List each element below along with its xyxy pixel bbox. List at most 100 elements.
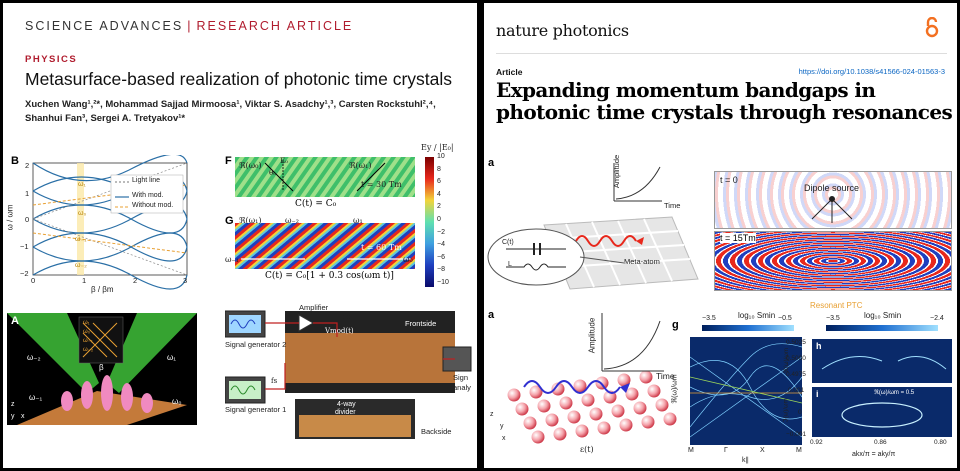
setup-gen2: Signal generator 2 [225, 340, 287, 349]
i-tick-3: −0.001 [786, 431, 807, 438]
figure-b-band-diagram: B [5, 155, 197, 295]
f-re-w0: ℜ(ω₀) [239, 161, 262, 170]
article-title: Metasurface-based realization of photoni… [25, 69, 453, 89]
colorbar-tick: 4 [437, 190, 441, 198]
colorbar-tick: −2 [437, 228, 445, 236]
g-xtick-gamma: Γ [724, 447, 728, 454]
lattice-sphere [663, 412, 677, 426]
bottom-tick-3: 0.80 [934, 439, 947, 446]
g-w0: ω₀ [403, 255, 413, 264]
figure-a-illustration: A ω₋₂ ω₁ ω₋₁ ω₀ β ω₁ ω₀ ω₋₁ ω₋₂ z x y [7, 313, 197, 425]
setup-graphic [225, 310, 472, 439]
g-cb-left-title: log₁₀ Smin [738, 311, 776, 320]
setup-fs: fs [271, 377, 278, 385]
xtick-2: 2 [133, 276, 138, 285]
bottom-amplitude: Amplitude [587, 317, 597, 354]
g-ylabel: ℜ(ω)/ωm [671, 374, 679, 404]
ytick-m2: −2 [20, 269, 29, 278]
bottom-axis-y: y [500, 423, 504, 430]
ytick-2: 2 [25, 161, 30, 170]
colorbar-tick: −6 [437, 253, 445, 261]
top-t15: t = 15Tm [720, 233, 756, 243]
g-w1: ω₁ [353, 216, 363, 225]
lattice-sphere [551, 382, 565, 396]
a-axis-y: y [11, 413, 15, 420]
mark-w1: ω₁ [78, 181, 86, 188]
a-axis-x: x [21, 413, 25, 420]
lattice-sphere [545, 413, 559, 427]
lattice-sphere [573, 379, 587, 393]
lattice-sphere [639, 370, 653, 384]
a-w-m1: ω₋₁ [29, 393, 43, 402]
lattice-sphere [523, 416, 537, 430]
authors-line-2: Shanhui Fan³, Sergei A. Tretyakov¹* [25, 113, 186, 124]
article-title: Expanding momentum bandgaps in photonic … [496, 79, 956, 123]
top-amplitude: Amplitude [612, 154, 622, 189]
h-ylabel: ℜ(ω)/ωm [783, 348, 790, 373]
colorbar-title: Ey / |E₀| [421, 143, 454, 152]
lattice-sphere [655, 398, 669, 412]
a-w-m2: ω₋₂ [27, 353, 41, 362]
colorbar-tick: 2 [437, 203, 441, 211]
top-l: L [508, 261, 512, 268]
lattice-sphere [611, 404, 625, 418]
figure-g-field-map: G ℜ(ω₁) ω₋₂ ω₁ t = 60 Tm ω₋₁ ω₀ C(t) = C… [225, 215, 420, 287]
colorbar-tick: 8 [437, 165, 441, 173]
figure-b-label: B [11, 155, 19, 167]
mark-wm2: ω₋₂ [75, 262, 87, 269]
nature-photonics-panel: nature photonics Article https://doi.org… [484, 3, 957, 468]
g-w-m1: ω₋₁ [225, 255, 239, 264]
lattice-sphere [529, 385, 543, 399]
colorbar-tick: −4 [437, 241, 445, 249]
g-cb-right-min: −3.5 [826, 315, 840, 322]
figure-a-label: A [11, 315, 19, 327]
g-band-plot [690, 337, 802, 445]
xaxis-label: β / βm [91, 285, 114, 294]
lattice-sphere [575, 424, 589, 438]
lattice-sphere [515, 402, 529, 416]
mark-w0: ω₀ [78, 210, 87, 217]
journal-logo: nature photonics [496, 21, 629, 40]
a-inset-w0: ω₀ [83, 329, 91, 335]
band-diagram-plot [32, 155, 188, 290]
doi-link[interactable]: https://doi.org/10.1038/s41566-024-01563… [798, 67, 945, 76]
a-inset-w1: ω₁ [83, 320, 90, 326]
lattice-sphere [553, 427, 567, 441]
title-line-1: Expanding momentum bandgaps in [496, 78, 876, 102]
lattice-sphere [507, 388, 521, 402]
h-tick-3: 0.4975 [786, 371, 806, 378]
metasurface-diagram [487, 163, 699, 290]
i-note: ℜ(ω)/ωm = 0.5 [874, 390, 915, 396]
figure-a-top: a Amplitude Time C(t) L Meta-atom [484, 153, 957, 299]
figure-a-top-label: a [488, 157, 495, 169]
f-theta: θ₀ [269, 169, 277, 177]
open-access-icon [925, 17, 939, 38]
h-plot [812, 339, 952, 383]
lattice-sphere [559, 396, 573, 410]
colorbar-tick: 6 [437, 178, 441, 186]
ytick-0: 0 [25, 215, 30, 224]
figure-a-bottom-label: a [488, 309, 495, 321]
a-inset-wm2: ω₋₂ [83, 347, 94, 353]
bottom-tick-1: 0.92 [810, 439, 823, 446]
figure-a-bottom: a Amplitude Time ε(t) z y x [484, 307, 684, 465]
top-time: Time [664, 201, 681, 210]
lattice-sphere [625, 387, 639, 401]
author-list: Xuchen Wang¹,²*, Mohammad Sajjad Mirmoos… [25, 98, 470, 126]
g-re-w1: ℜ(ω₁) [239, 216, 262, 225]
figure-g-band-plots: Resonant PTC g −3.5 log₁₀ Smin −0.5 −3.5… [668, 299, 956, 467]
colorbar-gradient [425, 157, 434, 287]
lattice-sphere [597, 421, 611, 435]
bottom-label: akx/π = aky/π [852, 451, 896, 458]
authors-line-1: Xuchen Wang¹,²*, Mohammad Sajjad Mirmoos… [25, 99, 436, 110]
i-label: i [816, 389, 819, 399]
lattice-sphere [537, 399, 551, 413]
lattice-sphere [531, 430, 545, 444]
g-cb-left-min: −3.5 [702, 315, 716, 322]
xtick-3: 3 [183, 276, 188, 285]
g-w-m2: ω₋₂ [285, 216, 299, 225]
g-cb-left-max: −0.5 [778, 315, 792, 322]
f-re-w1: ℜ(ω₁) [349, 161, 372, 170]
i-ylabel: ℑ(ω)/ωm [783, 398, 790, 423]
a-w0: ω₀ [172, 397, 182, 406]
